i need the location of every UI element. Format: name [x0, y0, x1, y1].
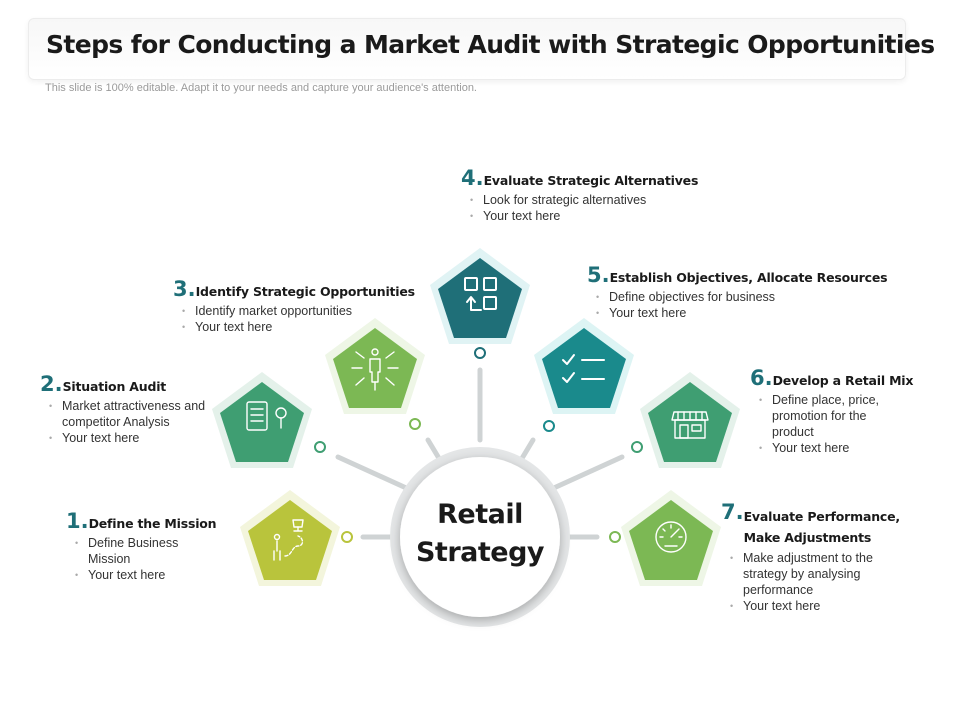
step-bullet: Market attractiveness and competitor Ana…	[49, 398, 212, 430]
step-title: Establish Objectives, Allocate Resources	[609, 270, 888, 285]
dot-5	[543, 420, 555, 432]
speedometer-icon	[655, 521, 687, 553]
dot-4	[474, 347, 486, 359]
step-number: 6.	[750, 366, 773, 390]
alternatives-grid-icon	[464, 277, 497, 311]
step-title: Develop a Retail Mix	[772, 373, 914, 388]
step-bullets: Look for strategic alternatives Your tex…	[461, 192, 703, 224]
pentagon-2	[212, 372, 312, 468]
step-title: Define the Mission	[88, 516, 217, 531]
dot-6	[631, 441, 643, 453]
person-arrows-icon	[351, 348, 399, 391]
document-search-icon	[246, 401, 287, 431]
hub-circle	[400, 457, 560, 617]
step-title: Identify Strategic Opportunities	[195, 284, 416, 299]
step-bullet: Identify market opportunities	[182, 303, 415, 319]
step-bullet: Your text here	[75, 567, 198, 583]
pentagon-5	[534, 318, 634, 414]
pentagon-4	[430, 248, 530, 344]
pentagon-3	[325, 318, 425, 414]
pentagon-1	[240, 490, 340, 586]
hub-line-1: Retail	[437, 499, 523, 530]
title-bar	[28, 18, 906, 80]
step-bullet: Your text here	[759, 440, 882, 456]
step-bullet: Define objectives for business	[596, 289, 829, 305]
step-number: 7.	[721, 500, 744, 524]
pentagon-7	[621, 490, 721, 586]
dot-7	[609, 531, 621, 543]
page-title: Steps for Conducting a Market Audit with…	[46, 30, 935, 59]
step-bullet: Define place, price, promotion for the p…	[759, 392, 882, 440]
step-bullet: Your text here	[596, 305, 829, 321]
step-3: 3.Identify Strategic Opportunities Ident…	[173, 277, 415, 335]
step-number: 3.	[173, 277, 196, 301]
step-bullets: Make adjustment to the strategy by analy…	[721, 550, 893, 614]
step-bullets: Market attractiveness and competitor Ana…	[40, 398, 212, 446]
step-number: 5.	[587, 263, 610, 287]
step-bullet: Your text here	[49, 430, 212, 446]
step-title: Situation Audit	[62, 379, 167, 394]
step-number: 1.	[66, 509, 89, 533]
page-subtitle: This slide is 100% editable. Adapt it to…	[45, 82, 477, 94]
step-2: 2.Situation Audit Market attractiveness …	[40, 372, 212, 446]
step-1: 1.Define the Mission Define Business Mis…	[66, 509, 217, 583]
step-bullet: Make adjustment to the strategy by analy…	[730, 550, 893, 598]
step-title: Evaluate Strategic Alternatives	[483, 173, 699, 188]
step-number: 2.	[40, 372, 63, 396]
step-4: 4.Evaluate Strategic Alternatives Look f…	[461, 166, 703, 224]
trophy-path-icon	[273, 519, 304, 561]
connector-2	[335, 454, 418, 495]
step-bullets: Define Business Mission Your text here	[66, 535, 198, 583]
hub-label: Retail Strategy	[400, 496, 560, 572]
step-5: 5.Establish Objectives, Allocate Resourc…	[587, 263, 888, 321]
connector-dots	[314, 347, 643, 543]
step-bullet: Your text here	[730, 598, 893, 614]
step-bullet: Define Business Mission	[75, 535, 198, 567]
checklist-icon	[562, 354, 605, 383]
step-bullets: Define objectives for business Your text…	[587, 289, 829, 321]
step-7: 7.Evaluate Performance, Make Adjustments…	[721, 500, 904, 614]
step-6: 6.Develop a Retail Mix Define place, pri…	[750, 366, 913, 456]
step-title: Evaluate Performance, Make Adjustments	[743, 509, 901, 545]
step-bullet: Your text here	[182, 319, 415, 335]
dot-1	[341, 531, 353, 543]
step-bullets: Define place, price, promotion for the p…	[750, 392, 882, 456]
step-bullet: Your text here	[470, 208, 703, 224]
hub-line-2: Strategy	[415, 537, 545, 568]
connector-6	[542, 454, 625, 495]
storefront-icon	[671, 411, 709, 439]
step-number: 4.	[461, 166, 484, 190]
dot-3	[409, 418, 421, 430]
step-bullets: Identify market opportunities Your text …	[173, 303, 415, 335]
dot-2	[314, 441, 326, 453]
step-bullet: Look for strategic alternatives	[470, 192, 703, 208]
